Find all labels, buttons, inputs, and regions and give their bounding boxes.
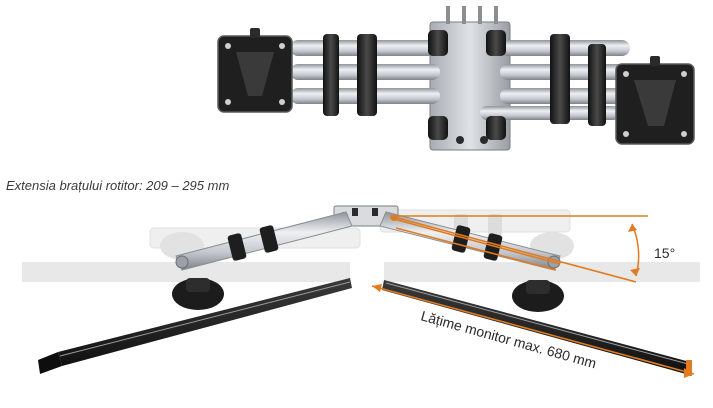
top-view-mount [217,6,695,151]
arrow-head [630,268,640,276]
arm-clamp [357,34,377,116]
screw-hole [225,43,231,49]
arm-clamp [428,30,448,56]
screw-hole [279,43,285,49]
arrow-head [684,368,694,378]
bolt [462,6,466,24]
screw-hole [623,131,629,137]
rotating-arm-left [175,211,353,271]
arm-clamp [428,116,448,140]
ghost-monitor-left [22,262,350,282]
vesa-plate-detail [634,80,676,126]
bolt-head [480,136,488,144]
bottom-view-monitors: 15° Lățime monitor max. 680 mm [22,205,700,378]
tilt-knob [250,28,260,38]
arm-clamp [588,44,606,126]
screw-hole [225,99,231,105]
ghost-monitor-right [384,262,700,282]
bolt-head [456,136,464,144]
arm-clamp [550,34,570,124]
bolt [352,208,358,216]
bolt [372,208,378,216]
screw-hole [681,131,687,137]
vesa-plate-detail [236,52,274,96]
screw-hole [279,99,285,105]
arrow-head [628,224,637,232]
monitor-right [382,280,692,376]
arm-clamp [486,30,506,56]
bolt [494,6,498,24]
arm-clamp [486,116,506,140]
arrow-head [372,284,382,292]
bolt [478,6,482,24]
monitor-left [38,278,352,374]
caption: Extensia brațului rotitor: 209 – 295 mm [6,178,230,193]
dimension-annotations [371,215,695,375]
bolt [446,6,450,24]
tilt-knob [650,56,660,66]
angle-label: 15° [654,245,675,261]
pivot-marker [391,215,397,221]
screw-hole [681,71,687,77]
screw-hole [623,71,629,77]
arm-clamp [323,34,339,116]
ghost-clamp [488,214,502,236]
